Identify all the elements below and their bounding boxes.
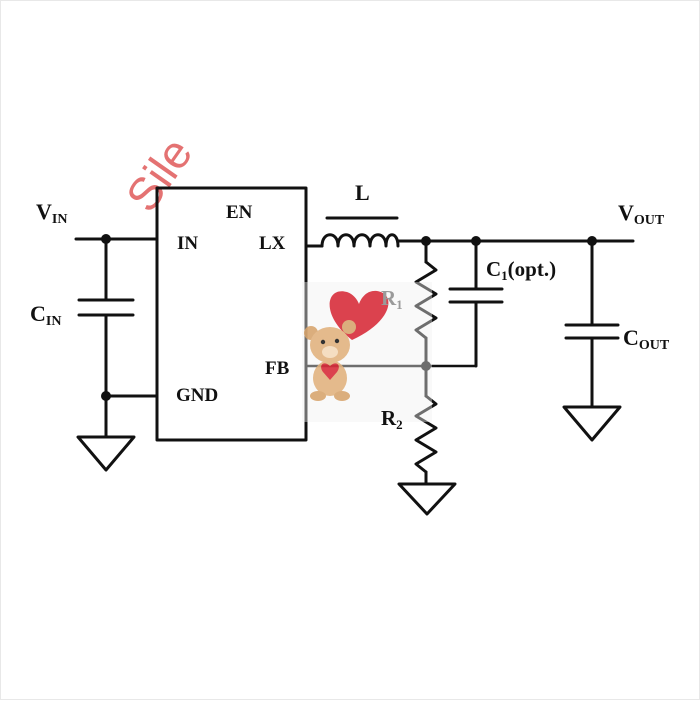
r1-label: R1 (381, 286, 403, 312)
gnd-pin-label: GND (176, 385, 218, 406)
bear-ear-right (342, 320, 356, 334)
inductor-label: L (355, 180, 370, 205)
bear-head (310, 327, 350, 363)
ic-body (155, 186, 308, 442)
vin-label: VIN (36, 199, 67, 227)
vout-label: VOUT (618, 200, 665, 228)
bear-eye-right (334, 338, 340, 344)
r2-zigzag (414, 394, 438, 474)
bear-muzzle (322, 346, 338, 358)
bear-foot-left (310, 391, 326, 401)
cin-label: CIN (30, 301, 61, 329)
in-pin-label: IN (177, 233, 198, 254)
bear-heart-icon (321, 363, 339, 380)
r1-zigzag (414, 260, 438, 340)
bear-foot-right (334, 391, 350, 401)
cout-label: COUT (623, 325, 670, 353)
bear-eye-left (320, 339, 326, 345)
c1-label: C1(opt.) (486, 257, 556, 283)
en-pin-label: EN (226, 202, 253, 223)
fb-pin-label: FB (265, 358, 290, 379)
watermark-text: Sile (116, 128, 203, 221)
bear-heart-sticker (302, 282, 432, 422)
lx-pin-label: LX (259, 233, 286, 254)
inductor-coil (320, 233, 400, 248)
ground-symbol-left (76, 435, 136, 472)
ground-symbol-r2 (397, 482, 457, 516)
ground-symbol-cout (562, 405, 622, 442)
r2-label: R2 (381, 406, 403, 432)
